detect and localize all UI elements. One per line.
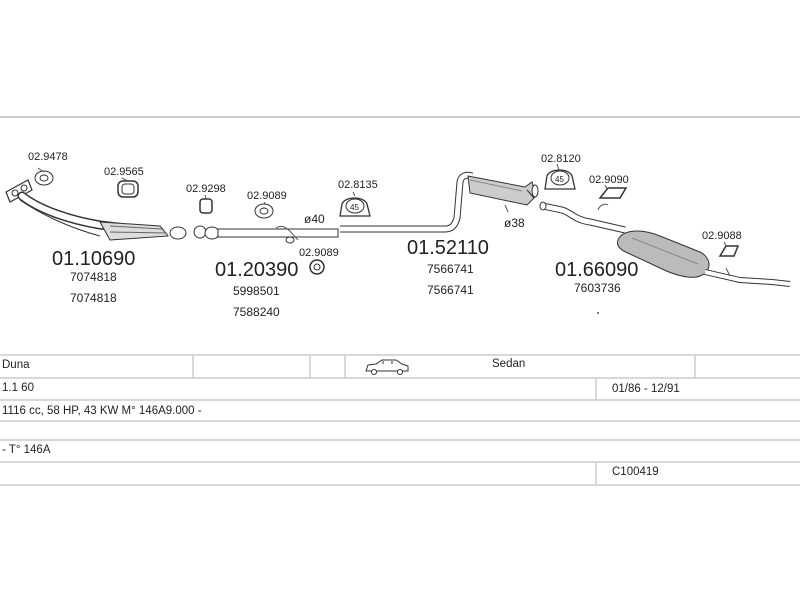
oem-code-7566741-b: 7566741 (427, 283, 474, 297)
oem-code-7074818-a: 7074818 (70, 270, 117, 284)
catalog-code: C100419 (612, 466, 659, 478)
diameter-38-label: ø38 (504, 216, 525, 230)
vehicle-info-grid (0, 354, 800, 486)
clamp-02-9298-icon (199, 194, 213, 214)
rear-silencer-group: 45 02.8120 02.9090 02.9088 01 (539, 153, 791, 314)
oem-code-7603736: 7603736 (574, 281, 621, 295)
part-01-10690-number: 01.10690 (52, 248, 135, 270)
oem-code-5998501: 5998501 (233, 284, 280, 298)
gasket-02-9089-bottom-icon (309, 259, 325, 275)
oem-code-7588240: 7588240 (233, 305, 280, 319)
production-years: 01/86 - 12/91 (612, 383, 680, 395)
hanger-02-9088-icon (718, 241, 740, 257)
diameter-40-label: ø40 (304, 212, 325, 226)
part-02-9478-label: 02.9478 (28, 151, 68, 163)
engine-spec: 1.1 60 (2, 382, 34, 394)
model-name: Duna (2, 359, 30, 371)
oem-code-7566741-a: 7566741 (427, 262, 474, 276)
clamp-02-8120-icon: 45 (544, 163, 576, 190)
part-02-9298-label: 02.9298 (186, 183, 226, 195)
body-type: Sedan (492, 358, 526, 370)
front-pipe-group: 02.9478 02.9565 01.10690 7074818 7074818 (5, 151, 187, 305)
manifold-flange-icon (5, 179, 33, 203)
part-02-9088-label: 02.9088 (702, 230, 742, 242)
rear-silencer-icon (539, 201, 791, 314)
front-pipe-icon (17, 191, 187, 241)
part-02-8135-label: 02.8135 (338, 179, 378, 191)
intermediate-pipe-icon (193, 225, 339, 244)
part-01-66090-number: 01.66090 (555, 259, 638, 281)
part-01-20390-number: 01.20390 (215, 259, 298, 281)
clamp-02-8135-icon: 45 (339, 191, 371, 217)
sedan-car-icon (365, 359, 409, 375)
part-02-9089-top-label: 02.9089 (247, 190, 287, 202)
gasket-02-9089-top-icon (254, 201, 274, 219)
hanger-02-9090-icon (598, 184, 628, 199)
gasket-02-9478-icon (34, 167, 54, 186)
part-02-9090-label: 02.9090 (589, 174, 629, 186)
oem-code-7074818-b: 7074818 (70, 291, 117, 305)
part-02-9089-bottom-label: 02.9089 (299, 247, 339, 259)
engine-details: 1116 cc, 58 HP, 43 KW M° 146A9.000 - (2, 405, 202, 417)
part-01-52110-number: 01.52110 (407, 237, 489, 259)
seal-ring-02-9565-icon (117, 177, 139, 198)
center-pipe-icon (340, 171, 539, 233)
clamp-size-45-a: 45 (350, 203, 359, 212)
part-02-8120-label: 02.8120 (541, 153, 581, 165)
clamp-size-45-b: 45 (555, 175, 564, 184)
intermediate-pipe-group: 02.9298 02.9089 02.9089 ø40 01.20390 599… (186, 183, 339, 319)
type-code: - T° 146A (2, 444, 51, 456)
center-pipe-group: 45 02.8135 ø38 01.52110 7566741 7566741 (338, 171, 539, 297)
part-02-9565-label: 02.9565 (104, 166, 144, 178)
